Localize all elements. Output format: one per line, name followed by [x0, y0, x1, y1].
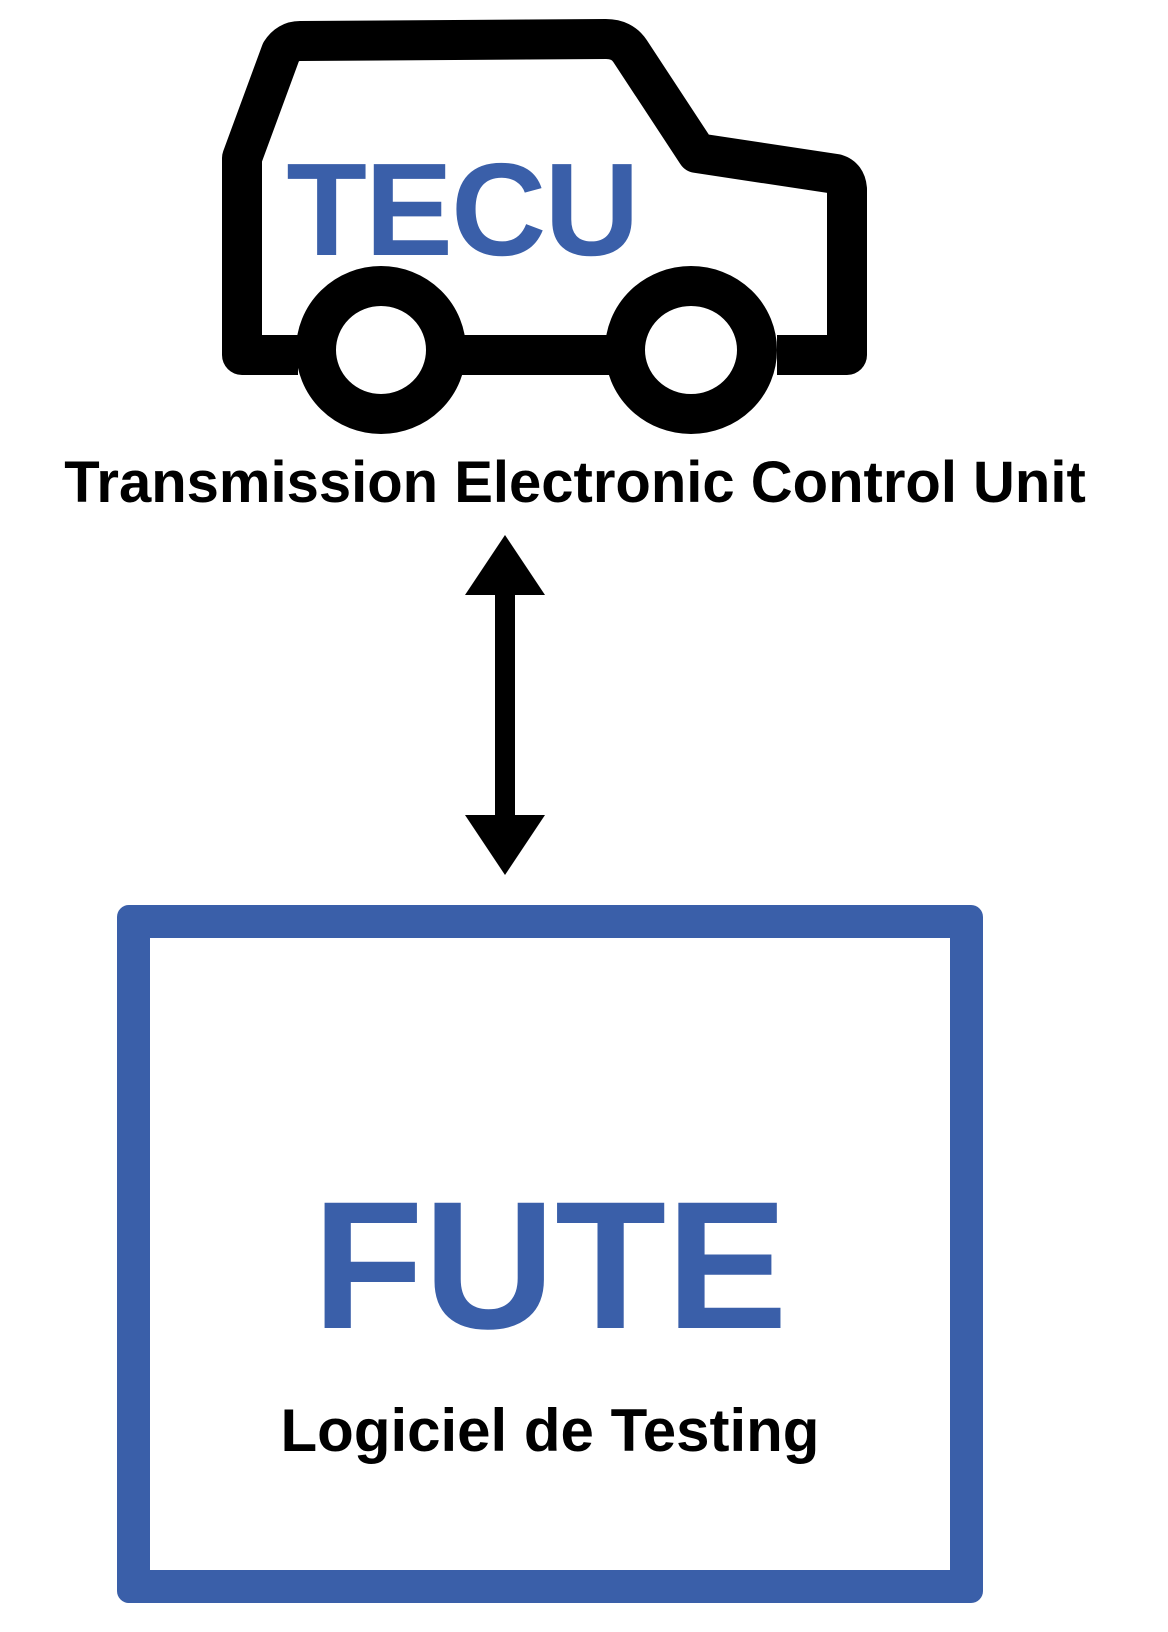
tecu-acronym: TECU — [286, 136, 639, 283]
tecu-full-name: Transmission Electronic Control Unit — [64, 450, 1086, 515]
fute-subtitle: Logiciel de Testing — [280, 1397, 820, 1464]
fute-title: FUTE — [312, 1163, 788, 1367]
car-icon — [222, 19, 867, 434]
arrow-head-up — [465, 535, 545, 595]
car-body-outline — [222, 19, 867, 375]
front-wheel — [296, 266, 466, 434]
label-backdrop — [266, 163, 666, 263]
arrow-head-down — [465, 815, 545, 875]
double-arrow-icon — [465, 535, 545, 875]
fute-box: FUTE Logiciel de Testing — [117, 905, 983, 1603]
rear-wheel — [605, 266, 777, 434]
